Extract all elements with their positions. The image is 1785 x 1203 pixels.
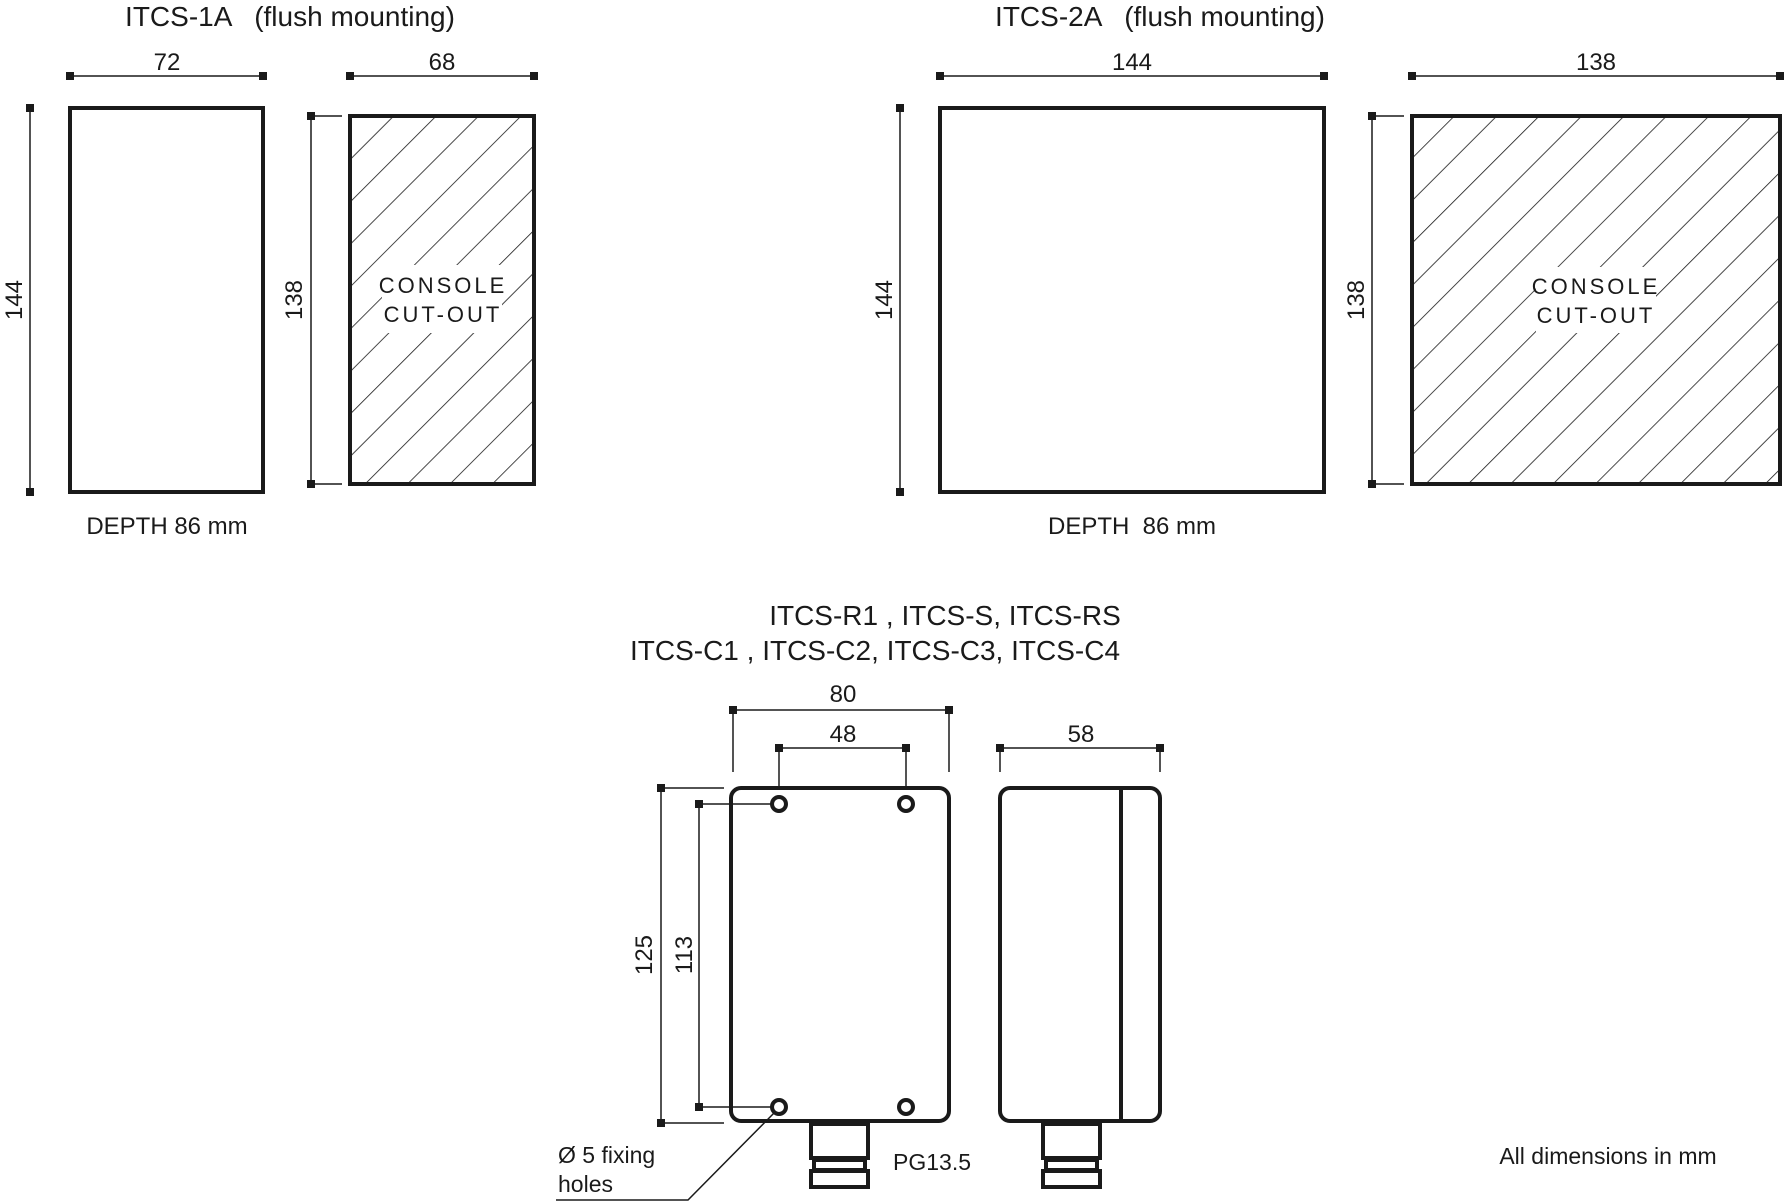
itcs-2a-front-outline xyxy=(938,106,1326,494)
itcs-2a-cutout-height-dimension: 138 xyxy=(1343,112,1404,488)
itcs-1a-section: ITCS-1A (flush mounting) 72 144 CONSOLE … xyxy=(1,1,538,540)
cable-gland-front xyxy=(809,1122,870,1189)
cable-gland-side xyxy=(1041,1122,1102,1189)
itcs-2a-cutout-label-2: CUT-OUT xyxy=(1537,303,1656,328)
itcs-2a-cutout-height-label: 138 xyxy=(1343,280,1370,320)
itcs-1a-cutout-label-bg xyxy=(382,265,502,333)
itcs-1a-title: ITCS-1A (flush mounting) xyxy=(125,1,455,32)
itcs-1a-cutout-height-dimension: 138 xyxy=(281,112,342,488)
gland-label: PG13.5 xyxy=(893,1149,971,1175)
itcs-2a-width-label: 144 xyxy=(1112,49,1152,76)
itcs-1a-cutout-label-1: CONSOLE xyxy=(379,273,508,298)
itcs-2a-cutout-label-bg xyxy=(1536,267,1656,333)
itcs-1a-front-outline xyxy=(68,106,265,494)
itcs-1a-height-dimension: 144 xyxy=(1,104,34,496)
fixing-holes-label-1: Ø 5 fixing xyxy=(558,1142,655,1168)
wall-height-dimension: 125 xyxy=(631,784,724,1127)
fixing-hole-top-right xyxy=(897,795,915,813)
fixing-hole-bottom-right xyxy=(897,1098,915,1116)
side-depth-label: 58 xyxy=(1068,721,1095,748)
hole-spacing-x-label: 48 xyxy=(830,721,857,748)
wall-models-title-2: ITCS-C1 , ITCS-C2, ITCS-C3, ITCS-C4 xyxy=(630,635,1120,666)
itcs-1a-cutout-width-label: 68 xyxy=(429,49,456,76)
itcs-2a-depth-label: DEPTH 86 mm xyxy=(1048,513,1216,540)
wall-models-title-1: ITCS-R1 , ITCS-S, ITCS-RS xyxy=(769,600,1121,631)
fixing-holes xyxy=(770,795,915,1116)
wall-models-section: ITCS-R1 , ITCS-S, ITCS-RS ITCS-C1 , ITCS… xyxy=(556,600,1164,1201)
hole-spacing-y-label: 113 xyxy=(671,936,698,974)
fixing-holes-label-2: holes xyxy=(558,1171,613,1197)
itcs-2a-section: ITCS-2A (flush mounting) 144 144 CONSOLE… xyxy=(871,1,1784,540)
itcs-2a-cutout-label-1: CONSOLE xyxy=(1532,274,1661,299)
wall-width-dimension: 80 xyxy=(729,681,953,772)
itcs-2a-cutout-width-label: 138 xyxy=(1576,49,1616,76)
wall-height-label: 125 xyxy=(631,935,658,975)
itcs-1a-cutout-width-dimension: 68 xyxy=(346,49,538,80)
itcs-1a-width-label: 72 xyxy=(154,49,181,76)
itcs-1a-cutout-outline xyxy=(348,114,536,486)
itcs-2a-title: ITCS-2A (flush mounting) xyxy=(995,1,1325,32)
wall-width-label: 80 xyxy=(830,681,857,708)
footer-note: All dimensions in mm xyxy=(1499,1143,1716,1169)
itcs-2a-cutout-width-dimension: 138 xyxy=(1408,49,1784,80)
fixing-hole-top-left xyxy=(770,795,788,813)
itcs-1a-cutout-label-2: CUT-OUT xyxy=(384,302,503,327)
fixing-holes-leader xyxy=(556,1111,776,1201)
itcs-2a-width-dimension: 144 xyxy=(936,49,1328,80)
itcs-2a-cutout-outline xyxy=(1410,114,1782,486)
hole-spacing-y-dimension: 113 xyxy=(671,800,772,1111)
hole-spacing-x-dimension: 48 xyxy=(775,721,910,790)
itcs-1a-height-label: 144 xyxy=(1,280,28,320)
itcs-2a-height-dimension: 144 xyxy=(871,104,904,496)
itcs-2a-height-label: 144 xyxy=(871,280,898,320)
front-view-outline xyxy=(729,786,951,1123)
side-depth-dimension: 58 xyxy=(996,721,1164,772)
itcs-1a-width-dimension: 72 xyxy=(66,49,267,80)
itcs-1a-cutout-height-label: 138 xyxy=(281,280,308,320)
side-view-outline xyxy=(998,786,1162,1123)
itcs-1a-depth-label: DEPTH 86 mm xyxy=(86,513,247,540)
